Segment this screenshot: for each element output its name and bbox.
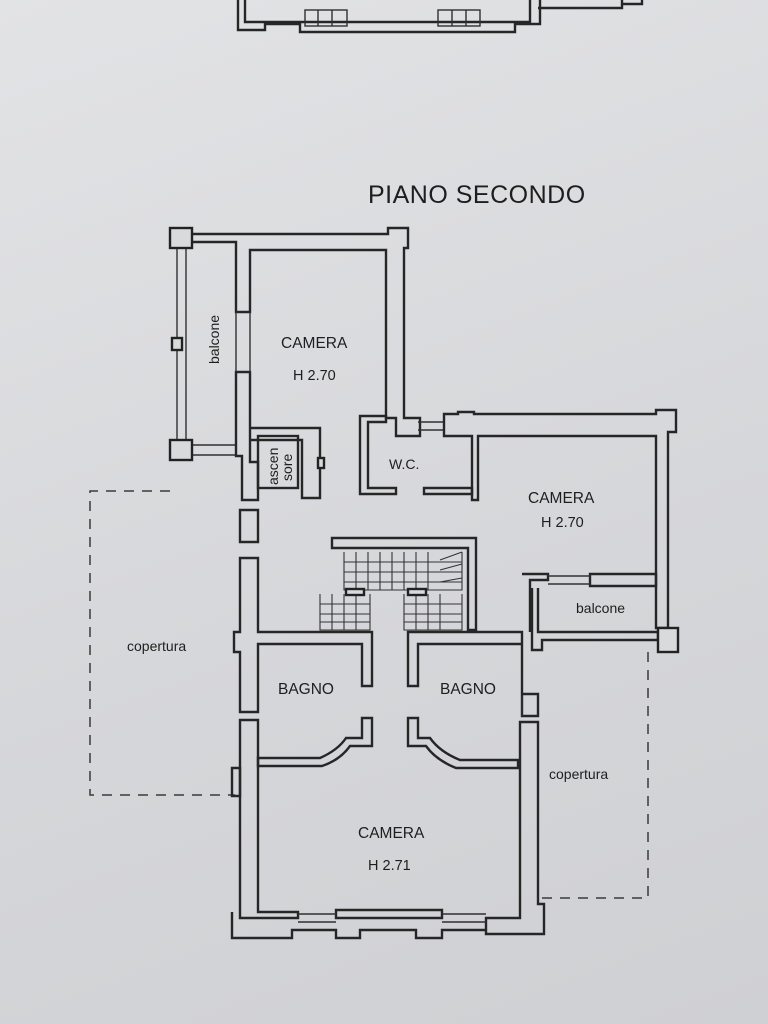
- pillar-w: [168, 438, 194, 462]
- room-label-balcone-e: balcone: [576, 600, 625, 616]
- area-label-copertura-e: copertura: [549, 766, 608, 782]
- room-label-camera-nw: CAMERA: [281, 335, 348, 352]
- room-label-bagno-w: BAGNO: [278, 681, 334, 698]
- upper-floor-partial-plan: [236, 0, 644, 34]
- room-height-camera-s: H 2.71: [368, 858, 411, 874]
- roof-outline-east: [542, 652, 649, 899]
- room-label-camera-e: CAMERA: [528, 490, 595, 507]
- pillar-nw: [168, 226, 194, 250]
- roof-outline-west: [89, 490, 235, 796]
- room-label-ascensore-line1: ascen: [265, 448, 281, 485]
- area-label-copertura-w: copertura: [127, 638, 186, 654]
- room-label-camera-s: CAMERA: [358, 825, 425, 842]
- room-height-camera-e: H 2.70: [541, 515, 584, 531]
- room-label-bagno-e: BAGNO: [440, 681, 496, 698]
- room-height-camera-nw: H 2.70: [293, 368, 336, 384]
- plan-title: PIANO SECONDO: [368, 181, 586, 209]
- balcony-west: [170, 246, 236, 456]
- room-label-ascensore-line2: sore: [279, 454, 295, 481]
- room-label-wc: W.C.: [389, 456, 419, 472]
- staircase: [319, 551, 463, 631]
- walls: [192, 226, 680, 940]
- room-label-balcone-w: balcone: [206, 315, 222, 364]
